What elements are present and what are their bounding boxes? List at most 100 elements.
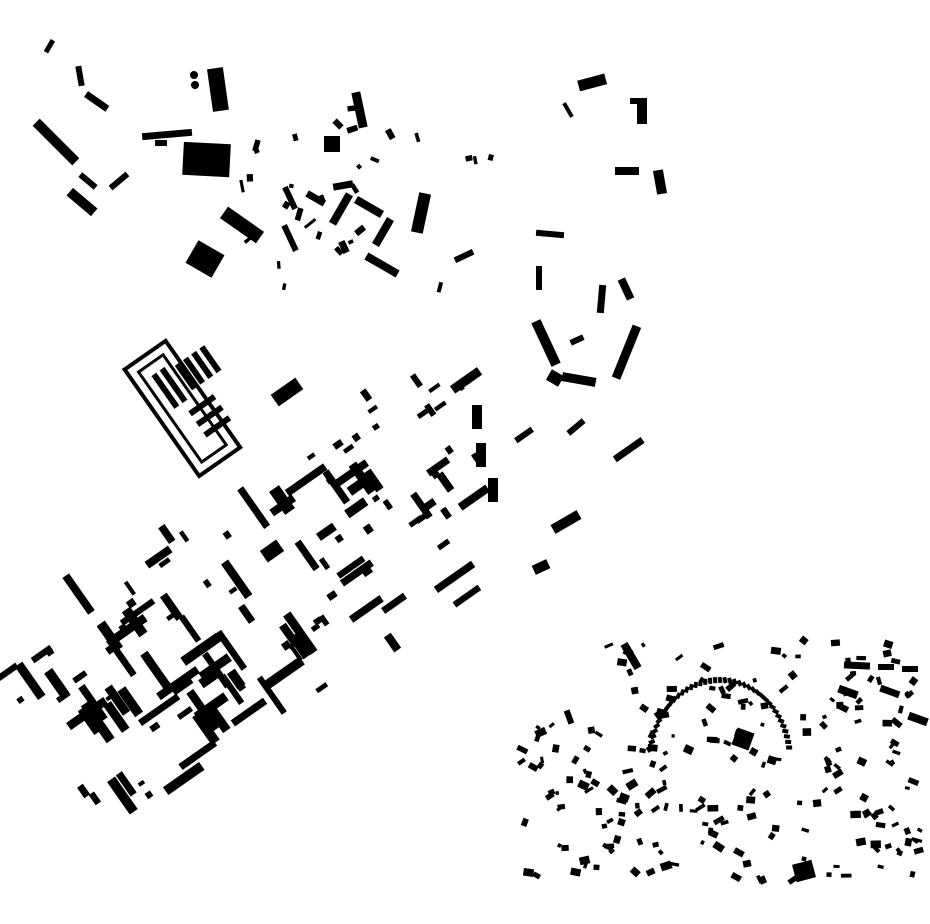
building [708,685,716,691]
building [356,163,363,170]
building [582,768,588,775]
building [292,133,299,142]
building [318,614,330,627]
building [383,632,402,653]
building [555,791,559,795]
building [856,655,867,661]
building [288,183,294,189]
building [748,746,759,757]
building [346,124,359,134]
building [535,724,541,731]
building [279,622,299,646]
building [318,557,331,571]
building [562,102,574,118]
building [544,791,555,801]
building [904,689,915,699]
building [269,494,297,517]
building [748,700,754,707]
building [774,713,783,720]
building [908,676,919,687]
building [516,744,529,755]
building [315,682,329,694]
building [874,808,884,816]
building [718,685,726,695]
building [117,686,144,718]
building [369,156,380,164]
housing-block-bars [151,345,232,438]
building [855,837,867,847]
building [46,649,55,657]
building [740,681,748,689]
building [44,668,70,698]
building [771,824,780,832]
building [678,803,683,812]
building [668,861,680,867]
building [570,867,582,877]
building [703,678,708,685]
building [452,584,482,608]
building [88,791,102,806]
building [770,646,782,655]
building [550,510,582,534]
building [766,755,778,766]
building [80,700,115,744]
building [563,709,575,725]
building [870,811,879,821]
building [655,717,663,725]
building [756,874,763,884]
building [359,388,373,402]
building [737,804,744,812]
building [870,840,881,849]
building [364,252,400,278]
building [584,786,594,794]
building [723,739,732,747]
building [767,831,776,841]
building [472,155,478,165]
building [639,747,647,754]
building [748,787,757,797]
building [712,677,718,684]
building [731,678,738,686]
building [453,249,475,263]
building [424,403,437,417]
building [666,685,677,693]
building [141,128,193,141]
building [433,560,476,594]
building [689,809,698,813]
building [712,840,726,853]
building [192,711,220,746]
building [276,261,281,269]
building [833,864,840,869]
building [77,783,91,799]
building [428,382,441,394]
building [281,224,299,252]
building [907,711,929,727]
building [571,755,580,765]
building [436,538,451,551]
building [745,683,753,691]
building [890,717,903,729]
building [372,217,394,247]
building [125,597,137,609]
building [863,811,873,819]
building [729,753,739,763]
building [648,738,656,745]
building [371,422,381,431]
building [596,284,607,314]
building [551,744,560,753]
building [903,827,912,836]
building [545,369,565,387]
building [336,555,366,579]
building [734,729,741,738]
building [866,674,875,684]
building [312,616,323,626]
building [891,749,901,756]
building [909,870,916,878]
building [527,762,539,772]
building [294,207,304,222]
building [872,845,881,854]
building [707,827,714,834]
building [616,658,628,667]
building [833,786,843,795]
